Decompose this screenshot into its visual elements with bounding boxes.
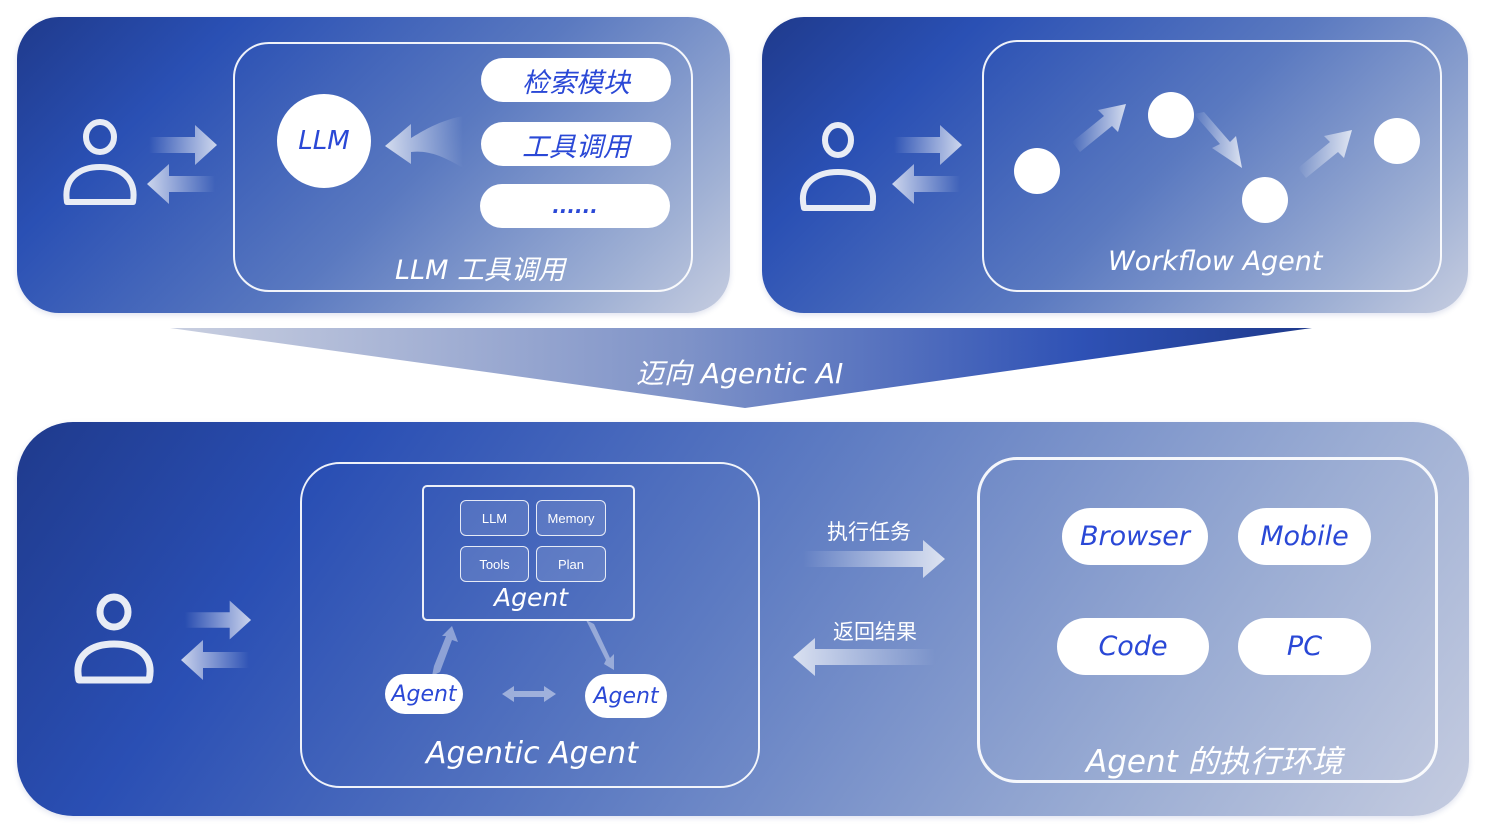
llm-tool-box: LLM 检索模块 工具调用 ...... LLM 工具调用 bbox=[233, 42, 693, 292]
sub-agent-left: Agent bbox=[385, 674, 463, 714]
user-icon bbox=[63, 119, 137, 205]
execute-task-label: 执行任务 bbox=[827, 520, 911, 544]
llm-tool-caption: LLM 工具调用 bbox=[395, 255, 565, 286]
workflow-node-3 bbox=[1242, 177, 1288, 223]
llm-tool-panel: LLM 检索模块 工具调用 ...... LLM 工具调用 bbox=[17, 17, 730, 313]
agentic-agent-box: LLM Memory Tools Plan Agent Agent Agent … bbox=[300, 462, 760, 788]
transition-banner bbox=[170, 328, 1312, 408]
sub-agent-right: Agent bbox=[585, 674, 667, 718]
workflow-box: Workflow Agent bbox=[982, 40, 1442, 292]
component-tools: Tools bbox=[460, 546, 529, 582]
double-arrow-icon bbox=[586, 620, 614, 670]
return-result-label: 返回结果 bbox=[833, 620, 917, 644]
arrow-diagonal-icon bbox=[1298, 130, 1352, 178]
component-plan: Plan bbox=[536, 546, 606, 582]
agentic-agent-caption: Agentic Agent bbox=[426, 736, 638, 771]
workflow-caption: Workflow Agent bbox=[1108, 246, 1323, 277]
component-llm: LLM bbox=[460, 500, 529, 536]
workflow-node-4 bbox=[1374, 118, 1420, 164]
arrow-right-icon bbox=[149, 125, 217, 165]
module-tool-call: 工具调用 bbox=[481, 122, 671, 166]
env-browser: Browser bbox=[1062, 508, 1208, 565]
agent-core-title: Agent bbox=[494, 583, 568, 612]
module-more: ...... bbox=[480, 184, 670, 228]
workflow-agent-panel: Workflow Agent bbox=[762, 17, 1468, 313]
env-pc: PC bbox=[1238, 618, 1371, 675]
env-mobile: Mobile bbox=[1238, 508, 1371, 565]
arrow-diagonal-icon bbox=[1072, 104, 1126, 152]
workflow-node-2 bbox=[1148, 92, 1194, 138]
user-icon bbox=[799, 122, 876, 211]
arrow-left-icon bbox=[147, 164, 215, 204]
arrow-right-icon bbox=[894, 125, 962, 165]
arrow-right-icon bbox=[803, 540, 945, 578]
arrow-left-icon bbox=[181, 640, 249, 680]
agentic-ai-panel: LLM Memory Tools Plan Agent Agent Agent … bbox=[17, 422, 1469, 816]
transition-label: 迈向 Agentic AI bbox=[636, 357, 844, 390]
module-retrieval: 检索模块 bbox=[481, 58, 671, 102]
arrow-left-icon bbox=[793, 638, 935, 676]
env-code: Code bbox=[1057, 618, 1209, 675]
double-arrow-icon bbox=[502, 686, 556, 702]
double-arrow-icon bbox=[432, 626, 458, 676]
arrow-left-icon bbox=[892, 164, 960, 204]
component-memory: Memory bbox=[536, 500, 606, 536]
agent-core: LLM Memory Tools Plan Agent bbox=[422, 485, 635, 621]
llm-node: LLM bbox=[277, 94, 371, 188]
workflow-node-1 bbox=[1014, 148, 1060, 194]
arrow-right-icon bbox=[185, 600, 252, 640]
llm-label: LLM bbox=[298, 126, 350, 156]
user-icon bbox=[74, 593, 154, 684]
execution-environment-box: Browser Mobile Code PC Agent 的执行环境 bbox=[977, 457, 1438, 783]
arrow-diagonal-icon bbox=[1194, 112, 1242, 168]
arrow-curved-left-icon bbox=[385, 116, 463, 168]
env-caption: Agent 的执行环境 bbox=[1086, 744, 1343, 780]
